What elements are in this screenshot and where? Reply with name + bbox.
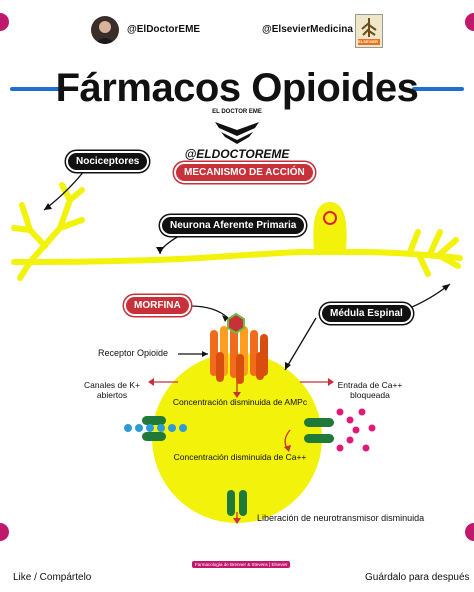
mechanism-badge: MECANISMO DE ACCIÓN (174, 162, 315, 183)
potassium-ions (124, 424, 187, 432)
brand-logo (211, 110, 263, 146)
accent-dot-top-left (0, 13, 9, 31)
accent-dot-top-right (465, 13, 474, 31)
potassium-channel (142, 416, 166, 441)
footer-save[interactable]: Guárdalo para después (365, 572, 470, 583)
morphine-molecule (227, 312, 245, 335)
label-nociceptores: Nociceptores (66, 151, 150, 172)
accent-dot-bottom-left (0, 523, 9, 541)
accent-dot-bottom-right (465, 523, 474, 541)
label-morfina: MORFINA (124, 295, 191, 316)
calcium-ions (336, 408, 376, 452)
footer-like[interactable]: Like / Compártelo (13, 572, 92, 583)
arrow-medula (284, 317, 317, 371)
label-receptor: Receptor Opioide (98, 348, 169, 358)
neurotransmitter-channel (227, 490, 247, 516)
brand-handle: @ELDOCTOREME (184, 147, 290, 161)
label-neurona: Neurona Aferente Primaria (160, 215, 307, 236)
source-citation: Farmacología de Brenner & Stevens | Else… (192, 561, 291, 568)
elsevier-logo-label: ELSEVIER (358, 39, 378, 44)
afferent-neuron (11, 182, 463, 281)
page-title: Fármacos Opioides (55, 66, 419, 110)
label-medula: Médula Espinal (320, 303, 413, 324)
publisher-handle[interactable]: @ElsevierMedicina (262, 24, 353, 35)
brand-logo-text: EL DOCTOR EME (212, 109, 262, 115)
neuron-nucleus (323, 211, 337, 225)
author-handle[interactable]: @ElDoctorEME (127, 24, 201, 35)
calcium-channel (304, 418, 334, 443)
title-line-left (10, 87, 62, 91)
neuron-soma (313, 202, 347, 250)
elsevier-logo (355, 14, 383, 48)
author-avatar (91, 16, 119, 44)
opioid-receptor (210, 324, 268, 384)
arrow-morfina (189, 305, 229, 319)
title-line-right (412, 87, 464, 91)
spinal-cord-cell (152, 353, 322, 523)
label-liberacion: Liberación de neurotransmisor disminuida (257, 513, 425, 523)
label-canales-k: Canales de K+ abiertos (84, 380, 140, 400)
label-ca: Concentración disminuida de Ca++ (173, 452, 307, 462)
label-entrada-ca: Entrada de Ca++ bloqueada (337, 380, 403, 400)
arrow-medula-up (404, 283, 451, 311)
label-ampc: Concentración disminuida de AMPc (172, 397, 308, 407)
